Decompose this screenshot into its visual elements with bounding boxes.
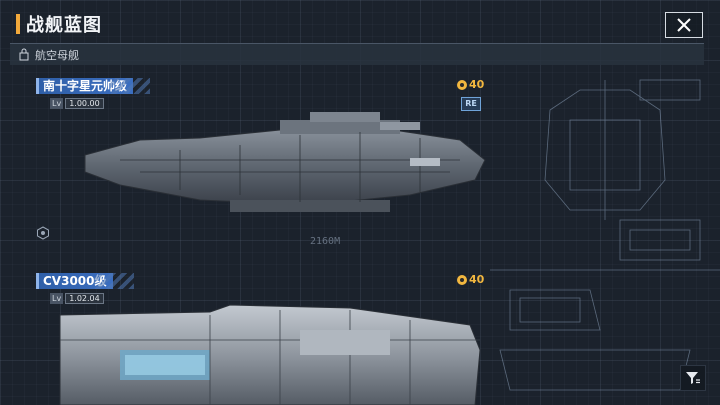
label-stripes [110,78,150,94]
ship-name-label: CV3000级 [36,273,113,289]
cost-value: 40 [469,273,485,286]
ship-level: Lv 1.00.00 [50,98,104,109]
level-value: 1.02.04 [65,293,104,304]
label-stripes [94,273,134,289]
ship-cost: 40 [457,273,484,286]
cost-value: 40 [469,78,485,91]
level-tag: Lv [50,293,64,304]
hex-icon[interactable] [36,226,50,240]
lock-icon [19,48,29,61]
filter-button[interactable] [680,365,706,391]
ship-level: Lv 1.02.04 [50,293,104,304]
rarity-badge: RE [461,97,481,111]
ship-model-cv3000[interactable] [50,300,490,405]
ship-name-label: 南十字星元帅级 [36,78,134,94]
coin-icon [457,274,467,285]
category-label: 航空母舰 [35,49,79,62]
page-title: 战舰蓝图 [26,15,102,36]
close-button[interactable] [665,12,703,38]
dimension-label: 2160M [310,236,341,247]
level-value: 1.00.00 [65,98,104,109]
coin-icon [457,79,467,90]
close-icon [677,18,691,32]
category-bar: 航空母舰 [10,43,704,65]
blueprint-schematic [490,79,720,391]
level-tag: Lv [50,98,64,109]
filter-icon [686,372,700,384]
header: 战舰蓝图 [0,0,720,44]
title-accent-bar [16,14,20,34]
ship-cost: 40 [457,78,484,91]
ship-model-southern-cross[interactable] [80,110,490,220]
